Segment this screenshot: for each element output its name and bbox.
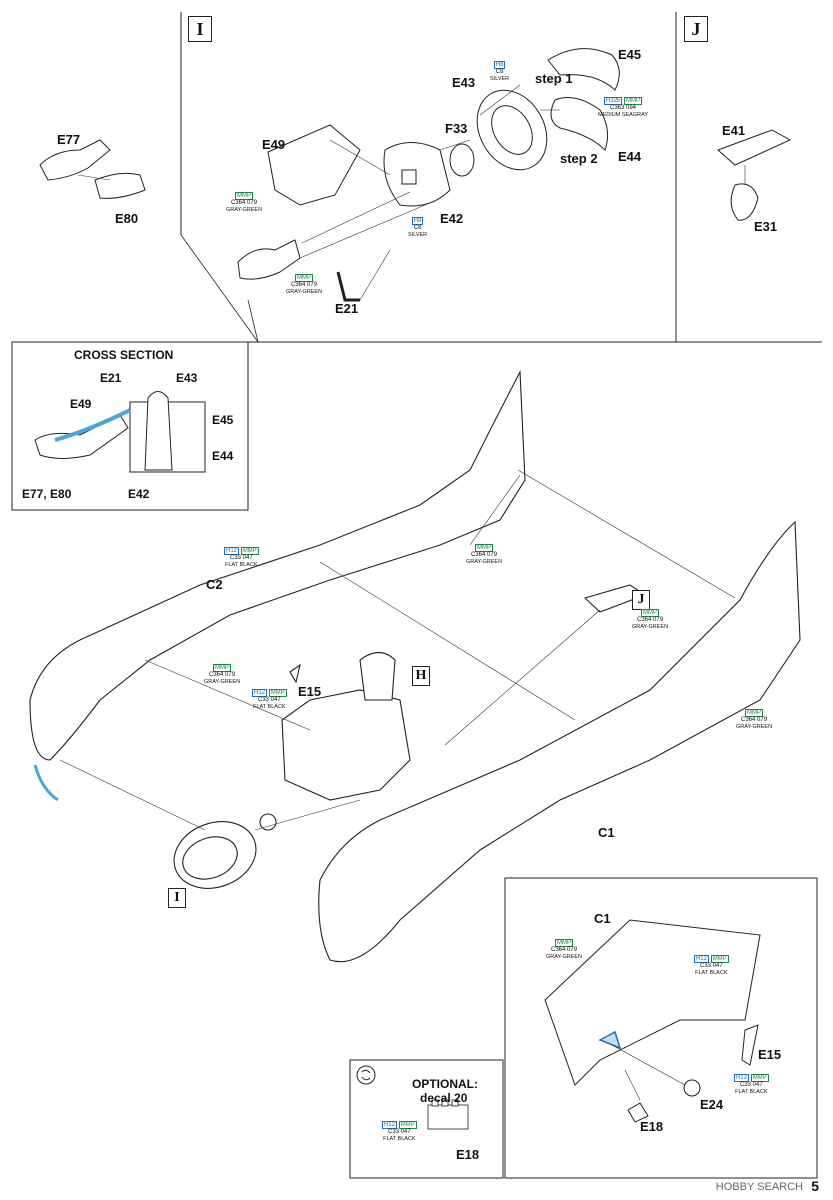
- paint-flatblack-top: H12 MMP C33 047 FLAT BLACK: [224, 547, 259, 568]
- detail-paint-graygreen: MMP C364 079 GRAY-GREEN: [546, 939, 583, 960]
- label-e43: E43: [452, 75, 476, 90]
- detail-label-e24: E24: [700, 1097, 724, 1112]
- detail-frame: [504, 877, 818, 1179]
- optional-paint-flatblack: H12 MMP C33 047 FLAT BLACK: [382, 1121, 417, 1142]
- optional-decal: decal 20: [420, 1091, 468, 1105]
- cross-e43: [144, 391, 173, 471]
- step-j-marker: J: [632, 590, 650, 610]
- step-i-box: I: [188, 16, 212, 42]
- cross-label-e45: E45: [212, 413, 234, 427]
- part-duct-assembly: [237, 239, 301, 280]
- part-e41: [717, 129, 792, 166]
- optional-title: OPTIONAL:: [412, 1077, 478, 1091]
- part-e42: [383, 142, 451, 207]
- cross-label-e44: E44: [212, 449, 234, 463]
- optional-label-e18: E18: [456, 1147, 480, 1162]
- optional-frame: [349, 1059, 504, 1179]
- cross-duct: [34, 414, 129, 459]
- cross-label-e21: E21: [100, 371, 122, 385]
- part-e18-option: [427, 1099, 469, 1130]
- step-i-marker: I: [168, 888, 186, 908]
- label-step1: step 1: [535, 71, 573, 86]
- paint-flatblack-e15: H12 MMP C33 047 FLAT BLACK: [252, 689, 287, 710]
- detail-e18: [627, 1102, 649, 1123]
- label-e41: E41: [722, 123, 746, 138]
- cross-label-e49: E49: [70, 397, 92, 411]
- label-e77: E77: [57, 132, 81, 147]
- cockpit-assembly-h: [281, 689, 411, 801]
- step-h-marker: H: [412, 666, 430, 686]
- cross-e49-highlight: [54, 408, 131, 442]
- label-c2: C2: [206, 577, 223, 592]
- paint-graygreen-right: MMP C364 079 GRAY-GREEN: [736, 709, 773, 730]
- detail-label-e18: E18: [640, 1119, 664, 1134]
- part-e44: [550, 97, 609, 151]
- detail-e15: [741, 1024, 759, 1066]
- step-j-box: J: [684, 16, 708, 42]
- paint-silver-top: H8 C8 SILVER: [490, 61, 510, 82]
- watermark: HOBBY SEARCH: [715, 1181, 803, 1193]
- intake-highlight: [33, 764, 59, 802]
- detail-e24: [683, 1079, 701, 1097]
- cross-label-e42: E42: [128, 487, 150, 501]
- label-c1: C1: [598, 825, 615, 840]
- part-e21: [336, 271, 360, 302]
- cross-section-frame: [11, 341, 249, 511]
- detail-label-e15: E15: [758, 1047, 782, 1062]
- label-e80: E80: [115, 211, 139, 226]
- label-e15: E15: [298, 684, 322, 699]
- label-step2: step 2: [560, 151, 598, 166]
- part-f33: [449, 143, 475, 177]
- cross-section-title: CROSS SECTION: [74, 348, 174, 362]
- cross-label-e43: E43: [176, 371, 198, 385]
- part-e31: [730, 183, 759, 221]
- part-e80: [94, 172, 146, 199]
- page-number: 5: [811, 1178, 819, 1194]
- panel-i-leader: [180, 234, 259, 343]
- paint-silver-e42: H8 C8 SILVER: [408, 217, 428, 238]
- label-f33: F33: [445, 121, 468, 136]
- part-e77: [39, 139, 111, 181]
- label-e31: E31: [754, 219, 778, 234]
- paint-graygreen-c2: MMP C364 079 GRAY-GREEN: [204, 664, 241, 685]
- paint-graygreen-duct: MMP C364 079 GRAY-GREEN: [286, 274, 323, 295]
- fuselage-c2: [29, 369, 526, 761]
- detail-paint-flatblack-b: H12 MMP C33 047 FLAT BLACK: [734, 1074, 769, 1095]
- label-e44: E44: [618, 149, 642, 164]
- paint-graygreen-e49: MMP C364 079 GRAY-GREEN: [226, 192, 263, 213]
- label-e49: E49: [262, 137, 286, 152]
- label-e45: E45: [618, 47, 642, 62]
- detail-c1: [544, 919, 761, 1086]
- paint-graygreen-tail: MMP C364 079 GRAY-GREEN: [466, 544, 503, 565]
- cross-label-e77-e80: E77, E80: [22, 487, 72, 501]
- radiator-cap: [259, 813, 277, 831]
- label-e42: E42: [440, 211, 464, 226]
- paint-graygreen-j: MMP C364 079 GRAY-GREEN: [632, 609, 669, 630]
- fuselage-c1: [318, 520, 801, 963]
- part-e49: [267, 124, 361, 206]
- detail-label-c1: C1: [594, 911, 611, 926]
- detail-paint-flatblack-a: H12 MMP C33 047 FLAT BLACK: [694, 955, 729, 976]
- paint-medium-seagray: H325 MMP C363 094 MEDIUM SEAGRAY: [598, 97, 649, 118]
- label-e21: E21: [335, 301, 359, 316]
- optional-icon: [356, 1065, 376, 1085]
- part-e45: [547, 48, 620, 91]
